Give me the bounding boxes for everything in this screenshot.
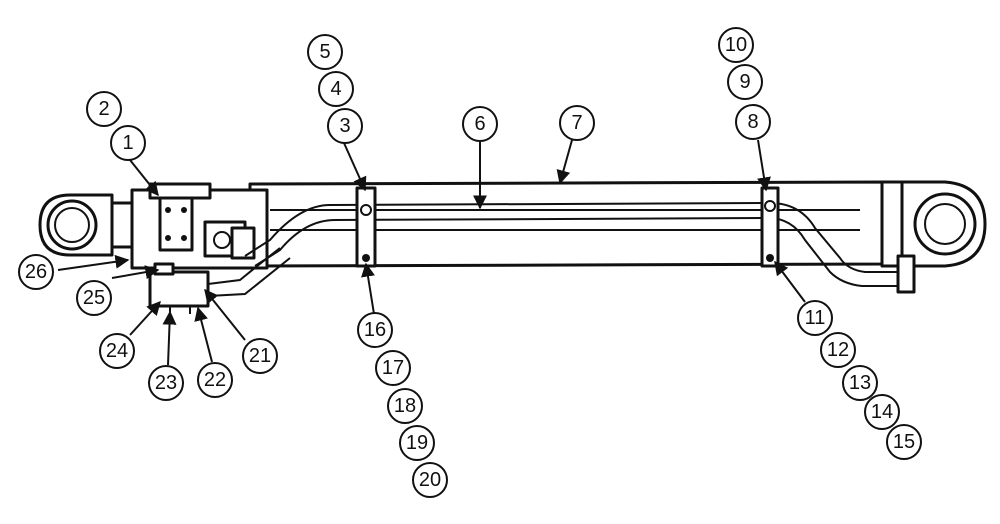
svg-text:15: 15 <box>893 431 915 453</box>
callout-4: 4 <box>318 71 354 107</box>
callout-17: 17 <box>375 350 411 386</box>
callout-21: 21 <box>242 338 278 374</box>
callout-8: 8 <box>735 104 771 140</box>
leader-lines <box>57 139 806 366</box>
cylinder-tube <box>248 180 904 268</box>
svg-text:22: 22 <box>204 369 226 391</box>
svg-text:7: 7 <box>571 112 582 134</box>
callout-25: 25 <box>76 280 112 316</box>
callout-7: 7 <box>559 105 595 141</box>
lower-valve <box>148 262 210 314</box>
svg-text:24: 24 <box>106 340 128 362</box>
callout-12: 12 <box>820 332 856 368</box>
svg-text:8: 8 <box>747 111 758 133</box>
svg-text:14: 14 <box>871 401 893 423</box>
callout-19: 19 <box>399 425 435 461</box>
callout-10: 10 <box>718 27 754 63</box>
callouts: 1 2 3 4 5 6 7 8 9 10 11 12 13 14 15 16 1… <box>18 27 922 498</box>
svg-text:11: 11 <box>805 307 826 329</box>
svg-text:1: 1 <box>122 132 133 154</box>
right-cylinder-head <box>900 180 987 268</box>
hydraulic-pipes <box>207 201 916 297</box>
svg-text:6: 6 <box>474 113 485 135</box>
callout-9: 9 <box>727 64 763 100</box>
svg-text:5: 5 <box>319 41 330 63</box>
svg-text:18: 18 <box>394 395 416 417</box>
svg-text:20: 20 <box>419 469 441 491</box>
pipe-clamp-right <box>760 186 780 268</box>
callout-15: 15 <box>886 424 922 460</box>
callout-23: 23 <box>148 365 184 401</box>
callout-1: 1 <box>110 125 146 161</box>
callout-20: 20 <box>412 462 448 498</box>
svg-text:2: 2 <box>98 98 109 120</box>
svg-text:9: 9 <box>739 71 750 93</box>
callout-24: 24 <box>99 333 135 369</box>
callout-2: 2 <box>86 91 122 127</box>
callout-5: 5 <box>307 34 343 70</box>
callout-14: 14 <box>864 394 900 430</box>
callout-11: 11 <box>797 300 833 336</box>
svg-text:19: 19 <box>406 432 428 454</box>
svg-text:10: 10 <box>725 34 747 56</box>
svg-text:17: 17 <box>382 357 404 379</box>
callout-18: 18 <box>387 388 423 424</box>
svg-text:21: 21 <box>249 345 271 367</box>
callout-13: 13 <box>842 365 878 401</box>
svg-text:4: 4 <box>330 78 341 100</box>
svg-text:13: 13 <box>849 372 871 394</box>
svg-text:16: 16 <box>364 319 386 341</box>
left-rod-eye <box>38 193 134 257</box>
svg-text:12: 12 <box>827 339 849 361</box>
callout-26: 26 <box>18 254 54 290</box>
svg-text:25: 25 <box>83 287 105 309</box>
svg-text:3: 3 <box>339 115 350 137</box>
valve-block <box>130 182 269 270</box>
svg-text:23: 23 <box>155 372 177 394</box>
callout-3: 3 <box>327 108 363 144</box>
callout-6: 6 <box>462 106 498 142</box>
callout-16: 16 <box>357 312 393 348</box>
callout-22: 22 <box>197 362 233 398</box>
svg-text:26: 26 <box>25 261 47 283</box>
pipe-clamp-left <box>355 186 377 268</box>
